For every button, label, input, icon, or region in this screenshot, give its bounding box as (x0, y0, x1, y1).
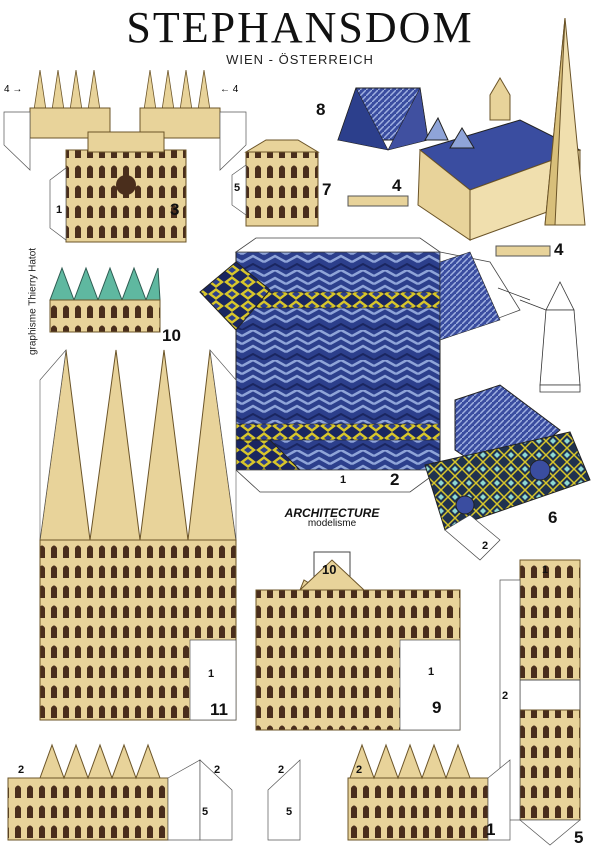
piece-number-2-strip: 2 (502, 690, 509, 702)
logo-line-1: ARCHITECTURE (284, 506, 380, 520)
piece-number-8: 8 (316, 100, 326, 119)
piece-tower-spires (39, 349, 237, 721)
logo-line-2: modelisme (307, 518, 357, 529)
arrow-label-4-left: 4 → (4, 84, 22, 95)
piece-green-roof-strip (49, 266, 161, 333)
piece-number-1-roof: 1 (340, 474, 347, 486)
spire-assembly-diagram (497, 281, 581, 393)
piece-fan-roof (337, 87, 429, 151)
piece-number-2-wall-c: 2 (278, 764, 285, 776)
assembled-model-preview (417, 17, 586, 241)
piece-side-chapel (231, 139, 320, 227)
piece-number-1-nave: 1 (428, 666, 435, 678)
sheet-subtitle: WIEN - ÖSTERREICH (226, 52, 374, 67)
piece-number-4-a: 4 (392, 176, 402, 195)
piece-number-3: 3 (170, 200, 180, 219)
piece-bottom-wall (7, 743, 511, 841)
piece-number-1-strip: 1 (542, 564, 549, 576)
sheet-title: STEPHANSDOM (126, 3, 474, 52)
piece-number-10-a: 10 (162, 326, 181, 345)
piece-number-5: 5 (574, 828, 584, 847)
piece-number-5-tab: 5 (234, 182, 241, 194)
piece-tab-strip-a (347, 195, 409, 207)
piece-number-2: 2 (390, 470, 400, 489)
piece-number-6: 6 (548, 508, 558, 527)
piece-number-1-spire: 1 (208, 668, 215, 680)
piece-number-9: 9 (432, 698, 442, 717)
piece-number-2-wall-b: 2 (214, 764, 221, 776)
piece-side-wall-strip (499, 559, 581, 846)
piece-number-1: 1 (486, 820, 496, 839)
piece-number-5-wall-a: 5 (202, 806, 209, 818)
piece-number-2-wall-d: 2 (356, 764, 363, 776)
piece-choir-roof (424, 384, 591, 561)
piece-number-5-wall-b: 5 (286, 806, 293, 818)
piece-tab-strip-b (495, 245, 551, 257)
piece-number-7: 7 (322, 180, 332, 199)
piece-number-10-b: 10 (322, 562, 337, 577)
piece-number-2-choir: 2 (482, 540, 489, 552)
publisher-logo: ARCHITECTURE modelisme (282, 506, 382, 529)
piece-number-2-wall-a: 2 (18, 764, 25, 776)
piece-number-11: 11 (210, 700, 228, 719)
piece-number-1-tab: 1 (56, 204, 63, 216)
arrow-label-4-right: ← 4 (220, 84, 239, 95)
piece-number-4-b: 4 (554, 240, 564, 259)
piece-west-facade (3, 69, 247, 243)
piece-nave-facade (255, 551, 461, 731)
